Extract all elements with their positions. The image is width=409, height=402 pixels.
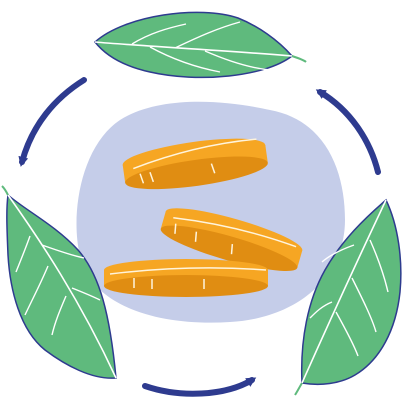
cycle-arrow-icon bbox=[315, 89, 381, 175]
leaf-icon bbox=[294, 198, 402, 396]
coin-icon bbox=[104, 259, 268, 297]
leaf-icon bbox=[1, 185, 117, 379]
cycle-arrow-icon bbox=[142, 377, 257, 397]
coin-icon bbox=[122, 138, 268, 190]
cycle-arrow-icon bbox=[18, 77, 87, 167]
coin-icon bbox=[160, 208, 303, 272]
leaf-icon bbox=[93, 11, 307, 79]
